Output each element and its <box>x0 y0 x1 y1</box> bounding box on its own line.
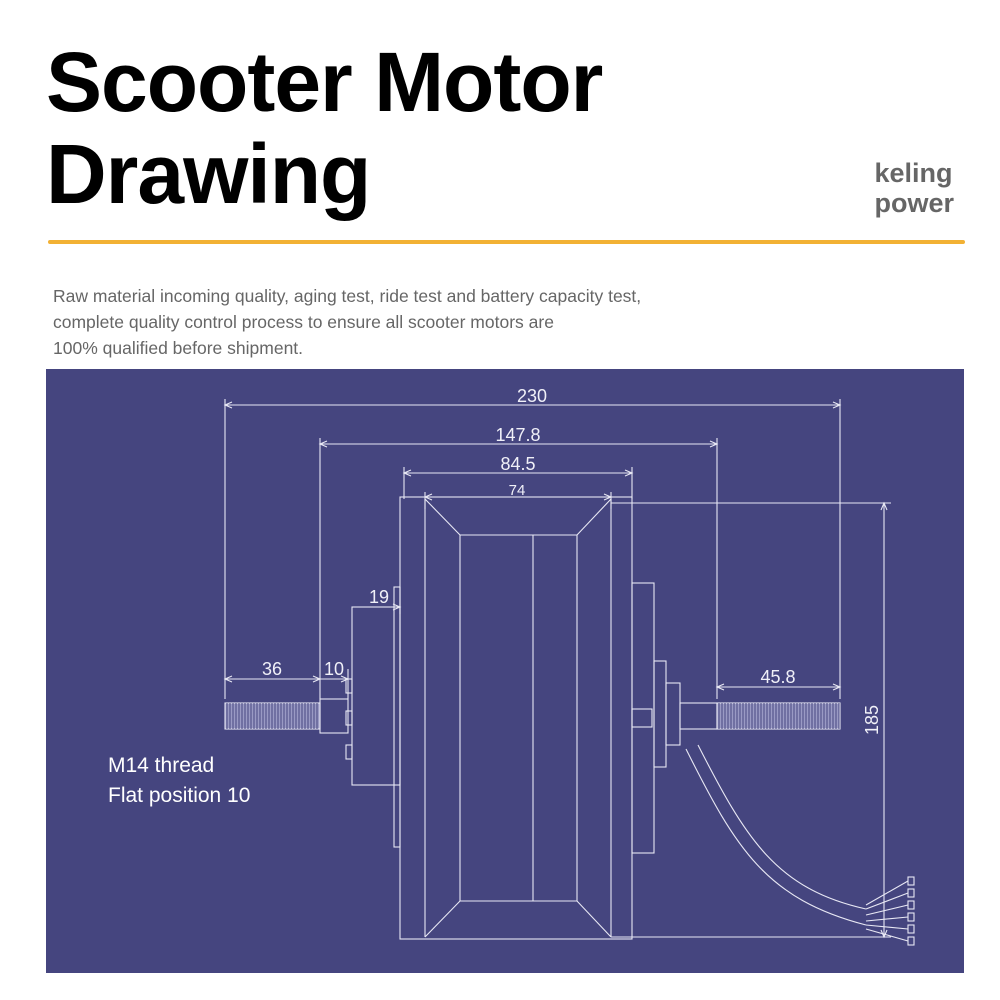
thread-note-line-1: M14 thread <box>108 754 215 777</box>
dim-left-shoulder: 19 <box>369 587 389 607</box>
dimension-lines <box>223 399 891 939</box>
axle-threads <box>224 702 841 730</box>
brand-line-1: keling <box>874 158 953 188</box>
power-cable <box>685 744 915 946</box>
dim-hub-width: 84.5 <box>500 454 535 474</box>
brand-line-2: power <box>874 188 954 218</box>
dim-overall-length: 230 <box>517 386 547 406</box>
motor-technical-drawing: 230 147.8 84.5 74 19 36 10 45.8 185 M14 … <box>46 369 964 973</box>
title-line-1: Scooter Motor <box>46 35 603 129</box>
thread-note-line-2: Flat position 10 <box>108 784 251 807</box>
motor-body <box>319 496 681 940</box>
dimension-labels: 230 147.8 84.5 74 19 36 10 45.8 185 <box>262 386 882 735</box>
thread-note: M14 thread Flat position 10 <box>108 751 250 811</box>
description-line-3: 100% qualified before shipment. <box>53 337 304 358</box>
page-title: Scooter Motor Drawing <box>46 35 603 221</box>
accent-divider <box>48 240 965 244</box>
title-line-2: Drawing <box>46 127 371 221</box>
drawing-canvas: 230 147.8 84.5 74 19 36 10 45.8 185 <box>223 386 915 946</box>
dim-flange-span: 147.8 <box>495 425 540 445</box>
dim-left-spacer: 10 <box>324 659 344 679</box>
description-line-2: complete quality control process to ensu… <box>53 311 554 332</box>
dim-diameter: 185 <box>862 705 882 735</box>
dim-right-axle: 45.8 <box>760 667 795 687</box>
dim-left-axle: 36 <box>262 659 282 679</box>
description-line-1: Raw material incoming quality, aging tes… <box>53 285 642 306</box>
brand-logo: keling power <box>874 158 954 218</box>
description-text: Raw material incoming quality, aging tes… <box>53 283 793 361</box>
dim-rim-width: 74 <box>509 482 526 499</box>
